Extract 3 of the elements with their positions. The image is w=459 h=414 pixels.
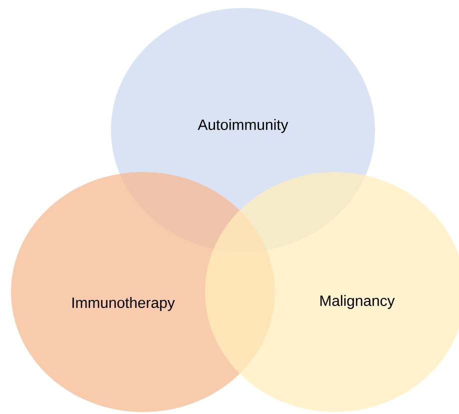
circle-label: Autoimmunity (198, 119, 288, 133)
circle-label: Malignancy (320, 295, 395, 309)
circle-label: Immunotherapy (72, 297, 175, 311)
